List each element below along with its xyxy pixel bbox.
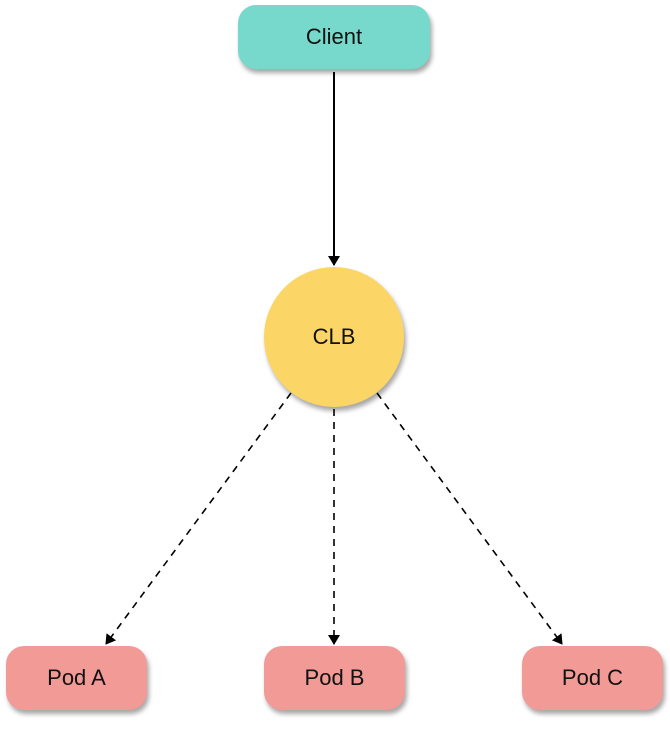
pod-b-label: Pod B (304, 665, 365, 690)
pod-b-node: Pod B (264, 646, 405, 710)
clb-label: CLB (312, 324, 356, 349)
client-node: Client (238, 5, 430, 69)
edge-clb-to-pod-c (376, 392, 563, 645)
pod-c-node: Pod C (522, 646, 663, 710)
client-label: Client (305, 24, 363, 49)
edge-clb-to-pod-a (105, 392, 292, 645)
pod-c-label: Pod C (561, 665, 624, 690)
pod-a-node: Pod A (6, 646, 147, 710)
pod-a-label: Pod A (47, 665, 106, 690)
clb-node: CLB (264, 267, 404, 407)
